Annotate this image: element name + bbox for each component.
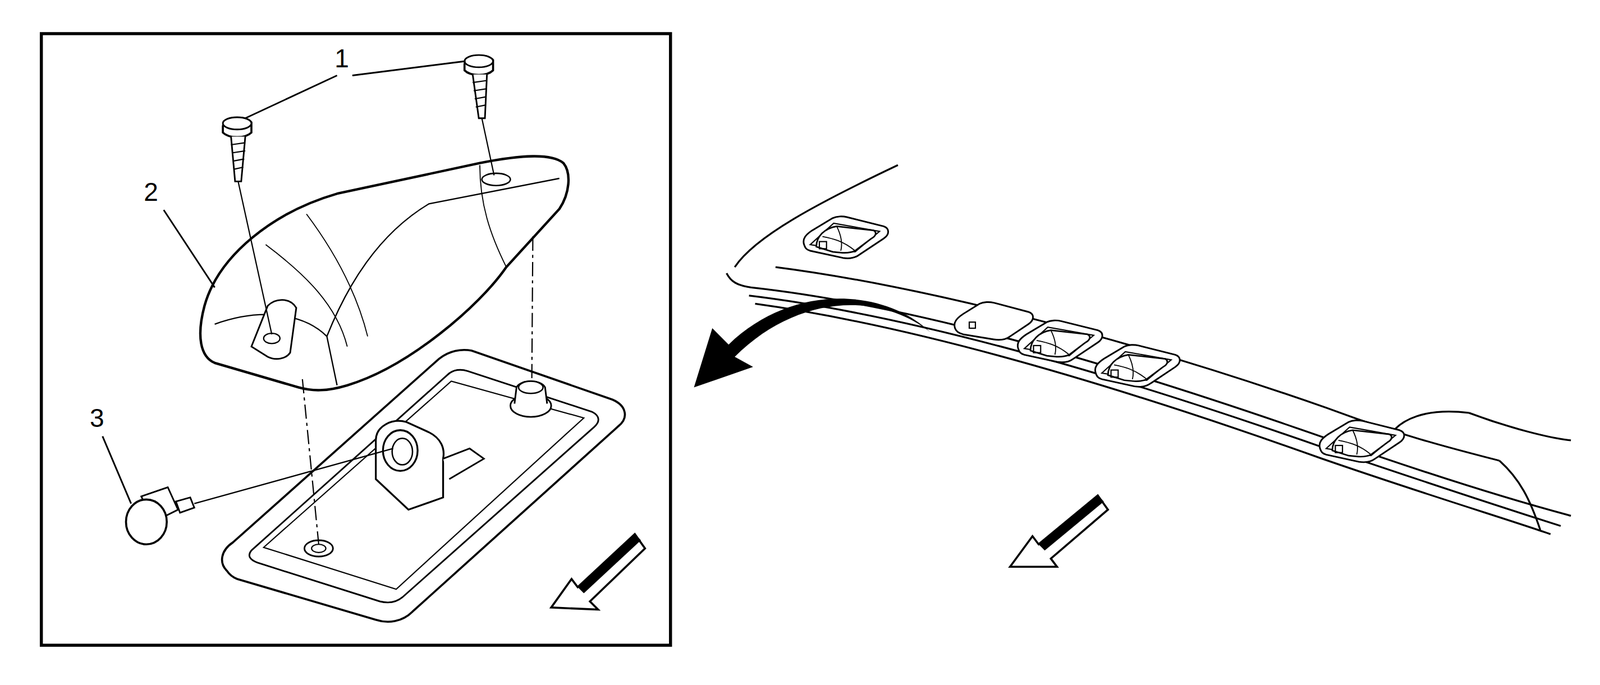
bulb <box>125 448 393 545</box>
callout-number: 1 <box>334 45 350 72</box>
roof-panel <box>726 164 1571 535</box>
roof-lamps <box>803 216 1405 463</box>
lamp-base <box>222 350 626 622</box>
forward-arrow-shade <box>577 534 641 594</box>
callout-number: 3 <box>89 405 105 432</box>
curved-arrow <box>694 298 932 388</box>
lamp-lens <box>200 156 569 391</box>
forward-arrow <box>551 534 645 610</box>
forward-arrow-shade <box>1038 495 1104 551</box>
callout-number: 2 <box>143 179 159 205</box>
screws <box>222 54 533 545</box>
detail-frame <box>41 33 671 646</box>
forward-arrow <box>1010 495 1108 567</box>
leader-lines <box>102 61 466 504</box>
